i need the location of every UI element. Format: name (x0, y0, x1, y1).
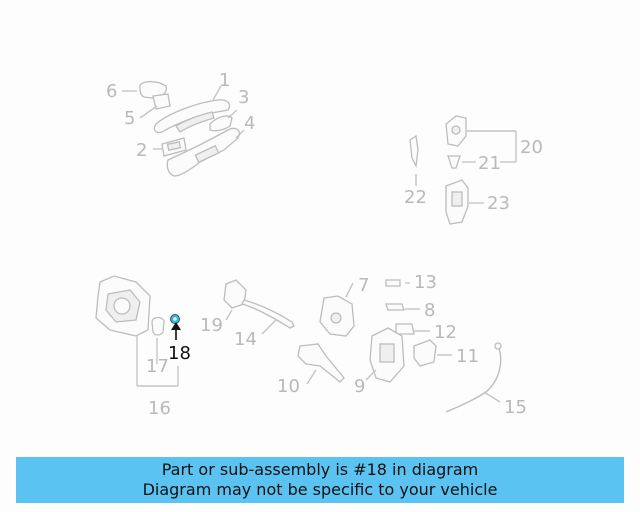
callout-17: 17 (146, 356, 169, 377)
part-8-bolt (385, 303, 405, 311)
banner-line-1: Part or sub-assembly is #18 in diagram (161, 460, 479, 479)
part-4-slot (194, 144, 220, 164)
callout-23: 23 (487, 193, 510, 214)
part-9-window (379, 343, 395, 363)
part-16-hub (113, 297, 131, 315)
callout-6: 6 (106, 81, 117, 102)
part-7-latch-bolt (330, 312, 342, 324)
lock-module-group (95, 275, 180, 337)
callout-4: 4 (244, 113, 255, 134)
part-12-striker (395, 323, 415, 335)
parts-diagram: 1 2 3 4 5 6 7 8 9 10 11 12 13 14 15 16 1… (95, 70, 543, 419)
info-banner: Part or sub-assembly is #18 in diagram D… (16, 457, 624, 503)
part-1-handle-grip (175, 111, 215, 133)
part-13-screw (385, 279, 401, 287)
callout-2: 2 (136, 140, 147, 161)
cylinder-group (409, 115, 469, 225)
part-10-lever (297, 343, 345, 383)
outer-handle-group (139, 81, 240, 177)
leader-lines (122, 85, 517, 403)
callout-1: 1 (219, 70, 230, 91)
callout-15: 15 (504, 397, 527, 418)
callout-3: 3 (238, 87, 249, 108)
part-21-clip (447, 155, 461, 169)
part-5-pad (152, 93, 171, 110)
callout-16: 16 (148, 398, 171, 419)
callout-9: 9 (354, 376, 365, 397)
callout-19: 19 (200, 315, 223, 336)
callout-22: 22 (404, 187, 427, 208)
part-11-bracket (413, 339, 437, 367)
part-3-gasket (209, 115, 233, 132)
callout-13: 13 (414, 272, 437, 293)
inner-handle-group (223, 279, 295, 329)
callout-labels: 1 2 3 4 5 6 7 8 9 10 11 12 13 14 15 16 1… (106, 70, 543, 419)
callout-21: 21 (478, 153, 501, 174)
callout-14: 14 (234, 329, 257, 350)
callout-10: 10 (277, 376, 300, 397)
part-15-cable-end (494, 342, 502, 350)
part-15-cable (445, 345, 502, 413)
part-23-slot (451, 191, 463, 207)
callout-7: 7 (358, 275, 369, 296)
callout-11: 11 (456, 346, 479, 367)
callout-20: 20 (520, 137, 543, 158)
part-18-clip (170, 314, 180, 324)
callout-18-arrow (171, 322, 181, 340)
callout-12: 12 (434, 322, 457, 343)
part-14-rod (241, 299, 295, 329)
part-2-window (166, 141, 182, 151)
callout-8: 8 (424, 300, 435, 321)
callout-18: 18 (168, 343, 191, 364)
part-22-rod (409, 134, 419, 169)
part-17-grommet (151, 316, 165, 336)
banner-line-2: Diagram may not be specific to your vehi… (142, 480, 498, 499)
callout-5: 5 (124, 108, 135, 129)
latch-group (297, 279, 502, 413)
part-20-keyhole (451, 125, 461, 135)
part-1-handle (153, 99, 231, 134)
